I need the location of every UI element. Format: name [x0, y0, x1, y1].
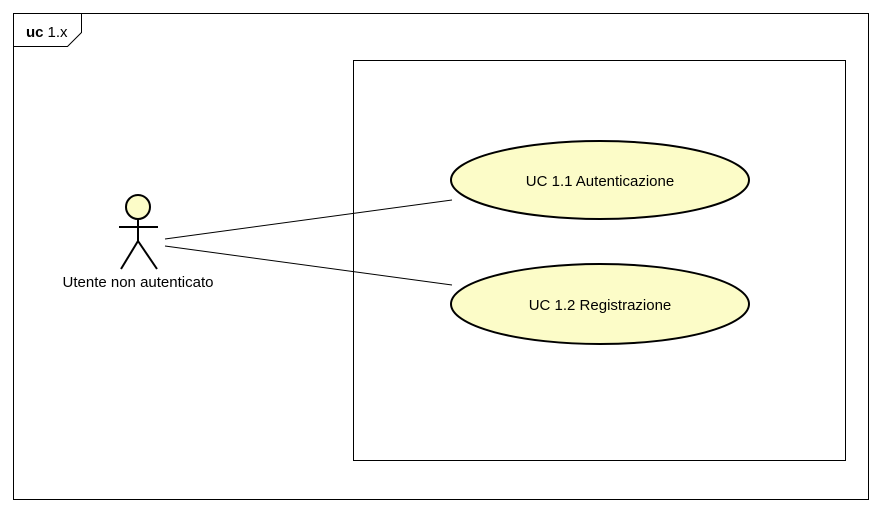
frame-name-tab	[13, 13, 82, 47]
use-case-registration[interactable]: UC 1.2 Registrazione	[450, 263, 750, 345]
use-case-ellipse	[450, 263, 750, 345]
actor-right-leg	[137, 240, 158, 270]
system-boundary	[353, 60, 846, 461]
association-registration	[164, 245, 453, 286]
frame-name: 1.x	[48, 24, 69, 41]
actor-name: Utente non autenticato	[63, 274, 214, 291]
association-authentication	[164, 199, 453, 240]
use-case-authentication[interactable]: UC 1.1 Autenticazione	[450, 140, 750, 220]
use-case-ellipse	[450, 140, 750, 220]
use-case-label: UC 1.2 Registrazione	[529, 297, 672, 314]
actor-head	[125, 194, 151, 220]
use-case-label: UC 1.1 Autenticazione	[526, 173, 674, 190]
actor[interactable]: Utente non autenticato	[63, 194, 214, 291]
actor-left-leg	[120, 240, 139, 270]
frame-keyword: uc	[26, 24, 44, 41]
